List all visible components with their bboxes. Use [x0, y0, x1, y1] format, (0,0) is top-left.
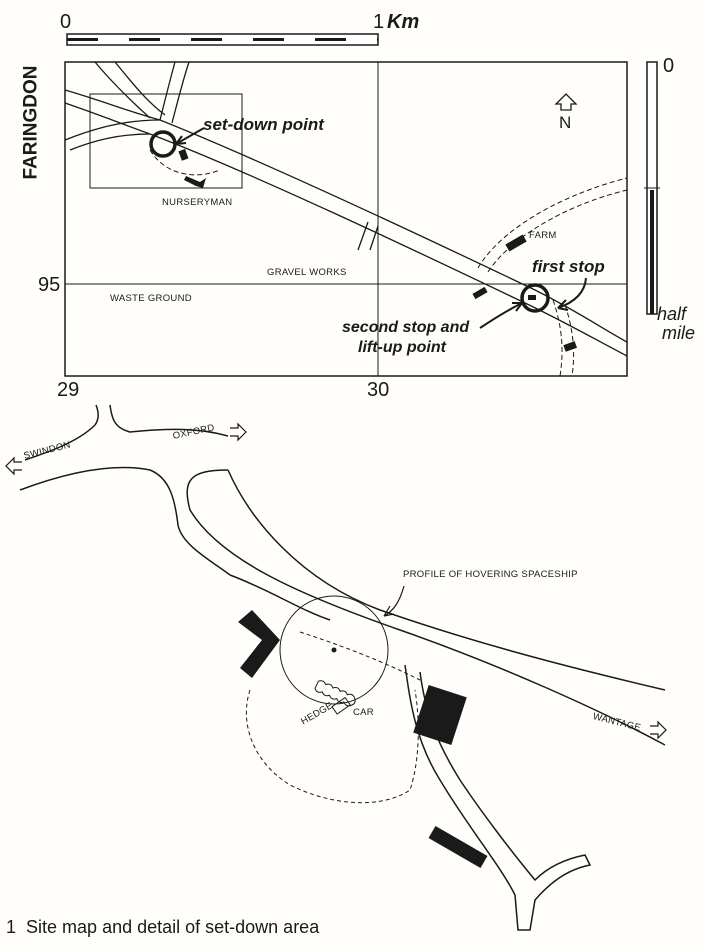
- spaceship-profile-circle: [279, 595, 389, 705]
- faringdon-label: FARINGDON: [20, 65, 42, 180]
- spaceship-centre-dot: [331, 647, 337, 653]
- stop-circle: [520, 283, 550, 313]
- grid-col-label-29: 29: [57, 379, 80, 401]
- main-road: [64, 61, 628, 357]
- detail-buildings: [238, 610, 488, 869]
- buildings: [178, 148, 578, 352]
- vertical-scale-top-label: 0: [663, 55, 675, 77]
- detail-roads: [19, 404, 666, 931]
- farm-label: FARM: [529, 230, 557, 241]
- lift-up-point-label: lift-up point: [358, 339, 446, 356]
- set-down-circle: [149, 130, 177, 158]
- north-arrow: [554, 93, 578, 111]
- spaceship-profile-label: PROFILE OF HOVERING SPACESHIP: [403, 569, 578, 580]
- caption-number: 1: [6, 917, 17, 937]
- detail-arrows: [5, 422, 667, 740]
- scale-start-label: 0: [60, 11, 72, 33]
- set-down-point-label: set-down point: [203, 115, 324, 134]
- north-label: N: [559, 113, 572, 132]
- site-map-frame: [64, 61, 628, 377]
- waste-ground-label: WASTE GROUND: [110, 293, 192, 304]
- scale-end-label: 1: [373, 11, 385, 33]
- inset-box: [89, 93, 243, 189]
- vertical-scale-half-label: half: [657, 304, 687, 324]
- mile-scale-bar: [644, 61, 660, 315]
- vertical-scale-mile-label: mile: [662, 323, 696, 343]
- car-label: CAR: [353, 707, 374, 718]
- nurseryman-label: NURSERYMAN: [162, 197, 233, 208]
- hedge-shape: [314, 680, 356, 707]
- grid-col-label-30: 30: [367, 379, 390, 401]
- car-shape: [331, 696, 351, 715]
- detail-dashed-paths: [245, 631, 421, 804]
- gravel-works-label: GRAVEL WORKS: [267, 267, 347, 278]
- second-stop-label: second stop and: [342, 319, 470, 336]
- dashed-tracks: [149, 149, 628, 377]
- first-stop-label: first stop: [532, 257, 605, 276]
- caption-text: Site map and detail of set-down area: [26, 917, 320, 937]
- km-scale-bar: [66, 33, 379, 46]
- caption: 1 Site map and detail of set-down area: [6, 918, 319, 936]
- grid-row-label-95: 95: [38, 274, 61, 296]
- map-arrows: [175, 127, 587, 329]
- scale-unit-label: Km: [387, 11, 420, 33]
